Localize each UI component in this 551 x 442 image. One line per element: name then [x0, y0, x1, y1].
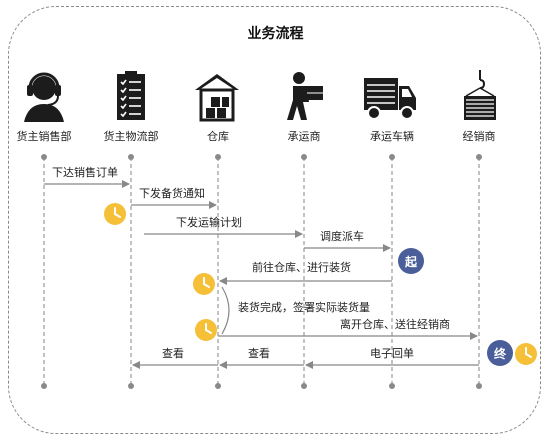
lifeline-top-dot	[301, 154, 307, 160]
message-label: 装货完成，签署实际装货量	[238, 300, 370, 314]
diagram-frame	[8, 6, 541, 434]
message-arrows	[44, 180, 479, 369]
message-label: 查看	[248, 346, 270, 360]
message-label: 前往仓库、进行装货	[252, 260, 351, 274]
lifeline-bottom-dot	[128, 383, 134, 389]
clock-icon	[195, 319, 217, 341]
start-badge: 起	[398, 248, 424, 274]
message-label: 下发运输计划	[176, 215, 242, 229]
actor-label-truck: 承运车辆	[370, 130, 414, 143]
lifeline-bottom-dot	[215, 383, 221, 389]
message-label: 查看	[162, 346, 184, 360]
headset-agent-icon	[24, 72, 64, 122]
diagram-title: 业务流程	[247, 26, 304, 42]
lifeline-bottom-dot	[389, 383, 395, 389]
lifelines	[43, 157, 480, 386]
lifeline-bottom-dot	[301, 383, 307, 389]
message-label: 电子回单	[370, 347, 414, 360]
clock-icon	[515, 343, 537, 365]
message-label: 调度派车	[320, 229, 364, 243]
clock-icon	[193, 273, 215, 295]
lifeline-top-dot	[476, 154, 482, 160]
truck-icon	[364, 78, 416, 120]
warehouse-boxes-icon	[195, 74, 239, 122]
actor-label-sales: 货主销售部	[16, 130, 72, 143]
lifeline-endpoints	[41, 154, 482, 389]
clock-icon	[104, 203, 126, 225]
lifeline-bottom-dot	[476, 383, 482, 389]
actor-label-warehouse: 仓库	[207, 130, 229, 143]
lifeline-top-dot	[41, 154, 47, 160]
message-label: 离开仓库、送往经销商	[340, 317, 450, 331]
message-label: 下达销售订单	[52, 165, 118, 179]
self-message-bracket	[221, 286, 230, 335]
lifeline-top-dot	[389, 154, 395, 160]
lifeline-top-dot	[128, 154, 134, 160]
actor-label-carrier: 承运商	[287, 130, 321, 143]
end-badge-label: 终	[494, 346, 507, 361]
end-badge: 终	[487, 340, 513, 366]
clipboard-checklist-icon	[117, 71, 145, 120]
lifeline-top-dot	[215, 154, 221, 160]
delivery-person-icon	[287, 72, 323, 120]
start-badge-label: 起	[404, 254, 418, 269]
actor-label-logistics: 货主物流部	[103, 130, 159, 143]
message-label: 下发备货通知	[139, 186, 205, 200]
lifeline-bottom-dot	[41, 383, 47, 389]
crane-container-icon	[464, 70, 496, 120]
actor-label-dealer: 经销商	[462, 130, 496, 143]
